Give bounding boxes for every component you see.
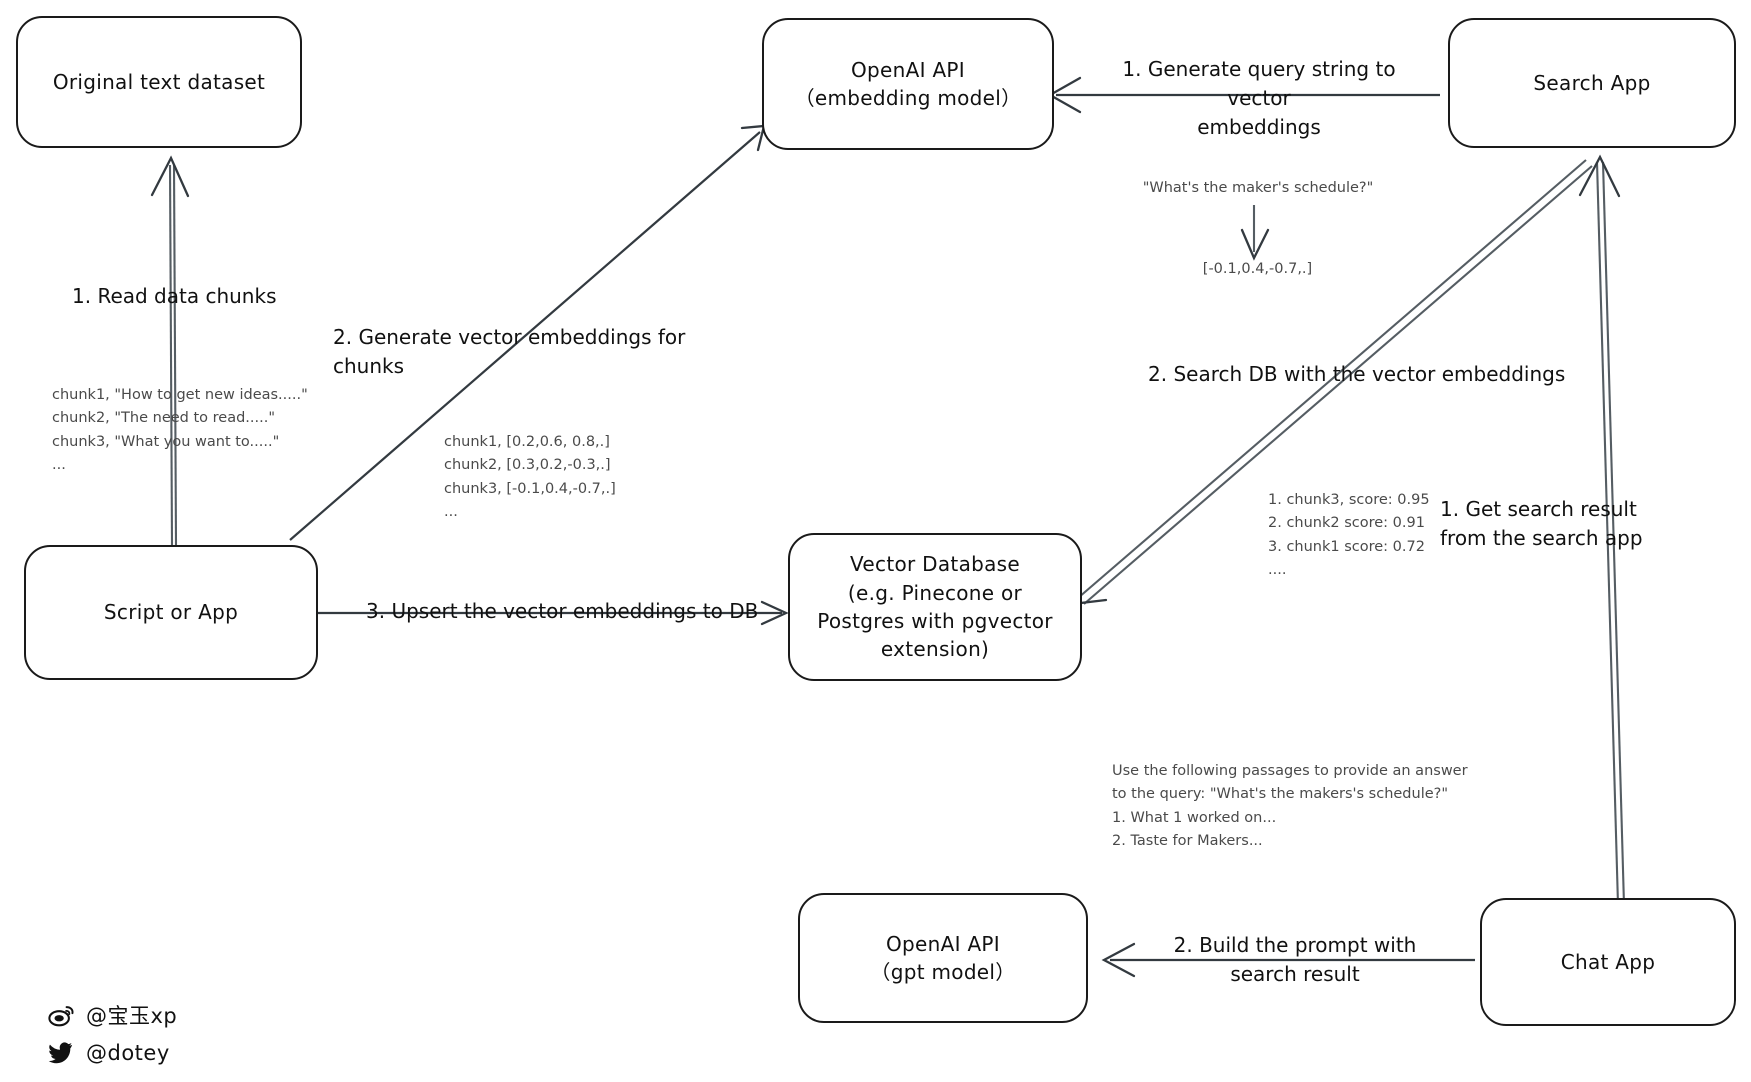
step-label-build-prompt: 2. Build the prompt with search result bbox=[1173, 933, 1417, 986]
node-openai-embedding-api[interactable]: OpenAI API （embedding model） bbox=[762, 18, 1054, 150]
node-label: Script or App bbox=[103, 600, 239, 625]
annotation-query-embedding: [-0.1,0.4,-0.7,.] bbox=[1202, 261, 1313, 277]
step-label-generate-query-string: 1. Generate query string to vector embed… bbox=[1122, 57, 1396, 139]
social-twitter[interactable]: @dotey bbox=[48, 1040, 170, 1066]
node-openai-gpt-api[interactable]: OpenAI API （gpt model） bbox=[798, 893, 1088, 1023]
step-label-generate-vector-embeddings: 2. Generate vector embeddings for chunks bbox=[333, 325, 686, 378]
annotation-chunks-sample: chunk1, "How to get new ideas....." chun… bbox=[52, 387, 308, 474]
step-label-upsert-embeddings: 3. Upsert the vector embeddings to DB bbox=[366, 599, 759, 623]
social-handle-label: @宝玉xp bbox=[86, 1004, 178, 1028]
annotation-search-results: 1. chunk3, score: 0.95 2. chunk2 score: … bbox=[1268, 492, 1430, 579]
wire-read-data-chunks bbox=[150, 155, 190, 546]
step-label-search-db: 2. Search DB with the vector embeddings bbox=[1148, 362, 1566, 386]
node-label: Search App bbox=[1533, 70, 1651, 95]
node-vector-database[interactable]: Vector Database (e.g. Pinecone or Postgr… bbox=[788, 533, 1082, 681]
step-label-read-data-chunks: 1. Read data chunks bbox=[72, 284, 277, 308]
node-label: Vector Database (e.g. Pinecone or Postgr… bbox=[817, 552, 1053, 662]
weibo-icon bbox=[48, 1002, 74, 1028]
annotation-chunk-embeddings-sample: chunk1, [0.2,0.6, 0.8,.] chunk2, [0.3,0.… bbox=[444, 434, 616, 521]
twitter-icon bbox=[48, 1040, 74, 1066]
node-label: Chat App bbox=[1560, 949, 1656, 974]
node-label: OpenAI API （embedding model） bbox=[794, 57, 1022, 110]
wire-query-to-embedding bbox=[1240, 205, 1270, 261]
annotation-prompt-sample: Use the following passages to provide an… bbox=[1112, 763, 1468, 850]
node-original-text-dataset[interactable]: Original text dataset bbox=[16, 16, 302, 148]
node-label: Original text dataset bbox=[52, 69, 266, 94]
social-handle-label: @dotey bbox=[86, 1041, 170, 1065]
node-label: OpenAI API （gpt model） bbox=[870, 931, 1016, 984]
annotation-query-string: "What's the maker's schedule?" bbox=[1142, 180, 1374, 196]
node-script-or-app[interactable]: Script or App bbox=[24, 545, 318, 680]
node-chat-app[interactable]: Chat App bbox=[1480, 898, 1736, 1026]
social-weibo[interactable]: @宝玉xp bbox=[48, 1000, 177, 1030]
node-search-app[interactable]: Search App bbox=[1448, 18, 1736, 148]
